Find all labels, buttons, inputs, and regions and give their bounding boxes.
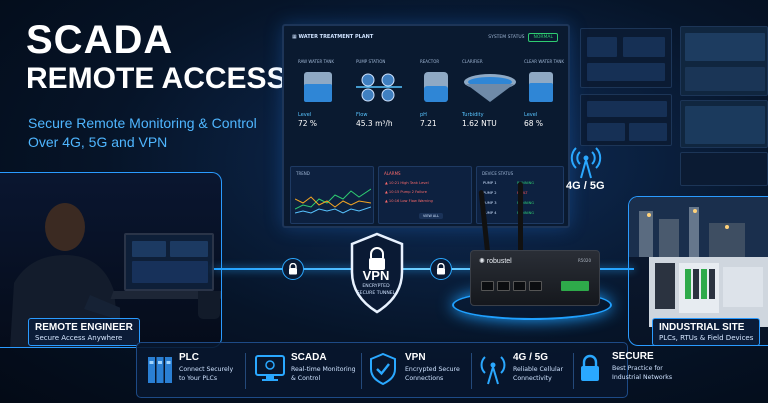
status-badge: NORMAL xyxy=(528,33,558,42)
vpn-shield-icon xyxy=(350,232,404,314)
side-screen-2 xyxy=(580,94,672,146)
device-status: RUNNING xyxy=(517,211,535,215)
feature-divider xyxy=(245,353,246,389)
tank-icon xyxy=(524,70,570,104)
scada-title: ▦ WATER TREATMENT PLANT xyxy=(292,34,374,40)
hero-title: SCADA REMOTE ACCESS xyxy=(26,20,287,94)
device-status: RUNNING xyxy=(517,181,535,185)
ethernet-port[interactable] xyxy=(529,281,542,291)
unit-raw-water-tank[interactable]: RAW WATER TANK Level 72 % xyxy=(298,59,354,128)
hero-subtitle: Secure Remote Monitoring & Control Over … xyxy=(28,114,278,152)
view-all-button[interactable]: VIEW ALL xyxy=(419,213,443,219)
hero-title-line2: REMOTE ACCESS xyxy=(26,62,287,95)
alarm-row[interactable]: ▲ 10:16 Low Flow Warning xyxy=(385,199,433,203)
pump-icon xyxy=(356,70,412,104)
alarm-row[interactable]: ▲ 10:21 High Tank Level xyxy=(385,181,429,185)
feature-divider xyxy=(573,353,574,389)
cellular-antenna-icon xyxy=(570,147,602,179)
lock-icon xyxy=(430,258,452,280)
hero-subtitle-line2: Over 4G, 5G and VPN xyxy=(28,134,168,150)
plc-icon xyxy=(148,357,172,383)
laptop xyxy=(124,233,214,291)
ethernet-port[interactable] xyxy=(513,281,526,291)
hero-title-line1: SCADA xyxy=(26,18,174,62)
vpn-label: VPN ENCRYPTED SECURE TUNNEL xyxy=(356,268,396,296)
vpn-tunnel-line xyxy=(214,268,634,270)
router-brand: ✺ robustel xyxy=(479,258,512,265)
cellular-label: 4G / 5G xyxy=(566,180,605,192)
shield-check-icon xyxy=(370,353,396,385)
plant-icon: ▦ xyxy=(292,34,299,40)
robustel-logo-icon: ✺ xyxy=(479,258,487,265)
clarifier-icon xyxy=(462,70,522,104)
trend-chart xyxy=(295,188,371,214)
coffee-mug xyxy=(198,291,220,319)
alert-icon: ▲ xyxy=(385,181,389,185)
hero-subtitle-line1: Secure Remote Monitoring & Control xyxy=(28,115,257,131)
trend-panel[interactable]: TREND xyxy=(290,166,374,224)
industrial-label: INDUSTRIAL SITE PLCs, RTUs & Field Devic… xyxy=(652,318,761,346)
engineer-label: REMOTE ENGINEER Secure Access Anywhere xyxy=(28,318,140,346)
alarms-panel[interactable]: ALARMS ▲ 10:21 High Tank Level ▲ 10:15 P… xyxy=(378,166,472,224)
cellular-router[interactable]: ✺ robustel R5020 xyxy=(470,250,600,306)
terminal-block xyxy=(561,281,589,291)
side-screen-3 xyxy=(680,26,768,96)
reactor-icon xyxy=(420,70,476,104)
feature-secure[interactable] xyxy=(581,349,627,393)
alert-icon: ▲ xyxy=(385,199,389,203)
ethernet-port[interactable] xyxy=(497,281,510,291)
router-model: R5020 xyxy=(578,258,591,263)
side-screen-5 xyxy=(680,152,768,186)
monitor-icon xyxy=(255,355,285,381)
unit-pump-station[interactable]: PUMP STATION Flow 45.3 m³/h xyxy=(356,59,412,128)
router-antenna xyxy=(518,182,523,256)
antenna-icon xyxy=(480,356,506,385)
unit-reactor[interactable]: REACTOR pH 7.21 xyxy=(420,59,476,128)
lock-icon xyxy=(581,354,599,381)
unit-clear-water-tank[interactable]: CLEAR WATER TANK Level 68 % xyxy=(524,59,570,128)
side-screen-1 xyxy=(580,28,672,88)
unit-clarifier[interactable]: CLARIFIER Turbidity 1.62 NTU xyxy=(462,59,522,128)
plant-illustration xyxy=(629,197,768,327)
alert-icon: ▲ xyxy=(385,190,389,194)
feature-divider xyxy=(361,353,362,389)
lock-icon xyxy=(282,258,304,280)
device-status: RUNNING xyxy=(517,201,535,205)
tank-icon xyxy=(298,70,354,104)
feature-divider xyxy=(471,353,472,389)
alarm-row[interactable]: ▲ 10:15 Pump 2 Failure xyxy=(385,190,427,194)
feature-scada[interactable]: SCADA Real-time Monitoring& Control xyxy=(255,349,356,393)
ethernet-port[interactable] xyxy=(481,281,494,291)
side-screen-4 xyxy=(680,100,768,148)
